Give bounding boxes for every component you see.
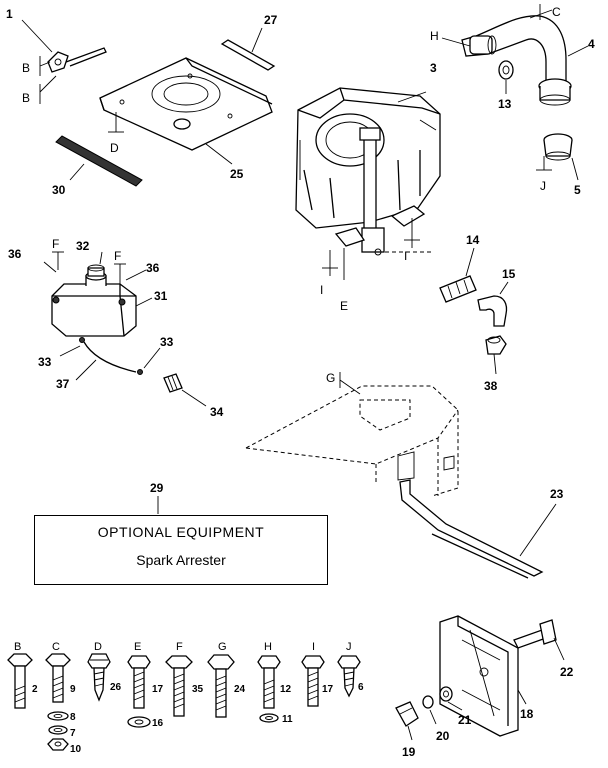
callout-1: 1 — [6, 7, 13, 21]
part-5-clamp: J 5 — [536, 133, 581, 197]
callout-36-left: 36 — [8, 247, 22, 261]
part-18-spark-arrester: 18 — [439, 615, 534, 737]
callout-26: 26 — [110, 682, 122, 693]
callout-27: 27 — [264, 13, 278, 27]
hw-letter-b: B — [14, 641, 21, 653]
hw-letter-g: G — [218, 641, 227, 653]
part-30-strip: 30 — [52, 135, 143, 197]
callout-7: 7 — [70, 728, 76, 739]
callout-14: 14 — [466, 233, 480, 247]
hw-letter-i: I — [312, 641, 315, 653]
optional-equipment-box: OPTIONAL EQUIPMENT Spark Arrester — [34, 515, 328, 585]
callout-32: 32 — [76, 239, 90, 253]
callout-15: 15 — [502, 267, 516, 281]
callout-9: 9 — [70, 684, 76, 695]
callout-30: 30 — [52, 183, 66, 197]
hardware-e: E 17 16 — [127, 641, 164, 729]
part-38-plug: 38 — [484, 335, 507, 393]
callout-29: 29 — [150, 481, 164, 495]
part-25-mounting-plate: D 25 — [99, 57, 273, 181]
callout-12: 12 — [280, 684, 292, 695]
letter-h-top: H — [430, 29, 439, 43]
callout-37: 37 — [56, 377, 70, 391]
part-1-bracket: 1 B B — [6, 7, 107, 105]
callout-16: 16 — [152, 718, 164, 729]
callout-29-group: 29 — [150, 481, 164, 514]
letter-f-left: F — [52, 237, 59, 251]
letter-d-top: D — [110, 141, 119, 155]
callout-13: 13 — [498, 97, 512, 111]
letter-i-top: I — [404, 249, 407, 263]
optional-equipment-title: OPTIONAL EQUIPMENT — [97, 524, 265, 540]
hardware-i: I 17 — [301, 641, 334, 707]
hw-letter-h: H — [264, 641, 272, 653]
part-34-fitting: 34 — [163, 373, 224, 419]
callout-17-e: 17 — [152, 684, 164, 695]
part-23-bracket: 23 — [399, 479, 564, 579]
hw-letter-d: D — [94, 641, 102, 653]
hardware-h: H 12 11 — [257, 641, 293, 725]
callout-4: 4 — [588, 37, 595, 51]
hardware-g: G 24 — [207, 641, 246, 718]
callout-35: 35 — [192, 684, 204, 695]
spark-arrester-label: Spark Arrester — [136, 552, 226, 568]
letter-g-top: G — [326, 371, 335, 385]
part-14-pipe: 14 — [439, 233, 480, 303]
part-4-muffler: H C 4 13 — [430, 4, 595, 111]
letter-b-top: B — [22, 61, 30, 75]
hardware-f: F 35 — [165, 641, 204, 717]
hw-letter-c: C — [52, 641, 60, 653]
callout-38: 38 — [484, 379, 498, 393]
callout-21: 21 — [458, 713, 472, 727]
hw-letter-e: E — [134, 641, 141, 653]
callout-22: 22 — [560, 665, 574, 679]
callout-5: 5 — [574, 183, 581, 197]
callout-31: 31 — [154, 289, 168, 303]
part-27-strip: 27 — [220, 13, 278, 71]
hardware-row: B 2 C 9 8 7 10 D — [7, 641, 364, 755]
callout-6: 6 — [358, 682, 364, 693]
part-3-engine: 3 I I E — [295, 61, 441, 313]
part-19-20-21-hardware: 19 20 21 — [395, 686, 472, 759]
callout-2: 2 — [32, 684, 38, 695]
callout-10: 10 — [70, 744, 82, 755]
callout-19: 19 — [402, 745, 416, 759]
chassis-outline: G — [245, 371, 459, 497]
hardware-c: C 9 8 7 10 — [45, 641, 82, 755]
callout-33-left: 33 — [38, 355, 52, 369]
hardware-d: D 26 — [87, 641, 122, 702]
callout-23: 23 — [550, 487, 564, 501]
callout-36-right: 36 — [146, 261, 160, 275]
part-15-elbow: 15 — [477, 267, 516, 327]
callout-8: 8 — [70, 712, 76, 723]
callout-11: 11 — [282, 714, 293, 725]
part-37-fuel-line: 33 33 37 — [38, 335, 174, 391]
letter-j-top: J — [540, 179, 546, 193]
callout-18: 18 — [520, 707, 534, 721]
callout-3: 3 — [430, 61, 437, 75]
hardware-b: B 2 — [7, 641, 38, 709]
callout-34: 34 — [210, 405, 224, 419]
callout-25: 25 — [230, 167, 244, 181]
letter-i-left: I — [320, 283, 323, 297]
hardware-j: J 6 — [337, 641, 364, 698]
callout-20: 20 — [436, 729, 450, 743]
letter-b-mid: B — [22, 91, 30, 105]
letter-c-top: C — [552, 5, 561, 19]
part-22-bolt: 22 — [513, 619, 574, 679]
callout-17-i: 17 — [322, 684, 334, 695]
part-31-fuel-tank: 31 32 F 36 F 36 — [8, 237, 168, 337]
hw-letter-f: F — [176, 641, 183, 653]
hw-letter-j: J — [346, 641, 352, 653]
callout-33-right: 33 — [160, 335, 174, 349]
letter-e-top: E — [340, 299, 348, 313]
callout-24: 24 — [234, 684, 246, 695]
letter-f-right: F — [114, 249, 121, 263]
